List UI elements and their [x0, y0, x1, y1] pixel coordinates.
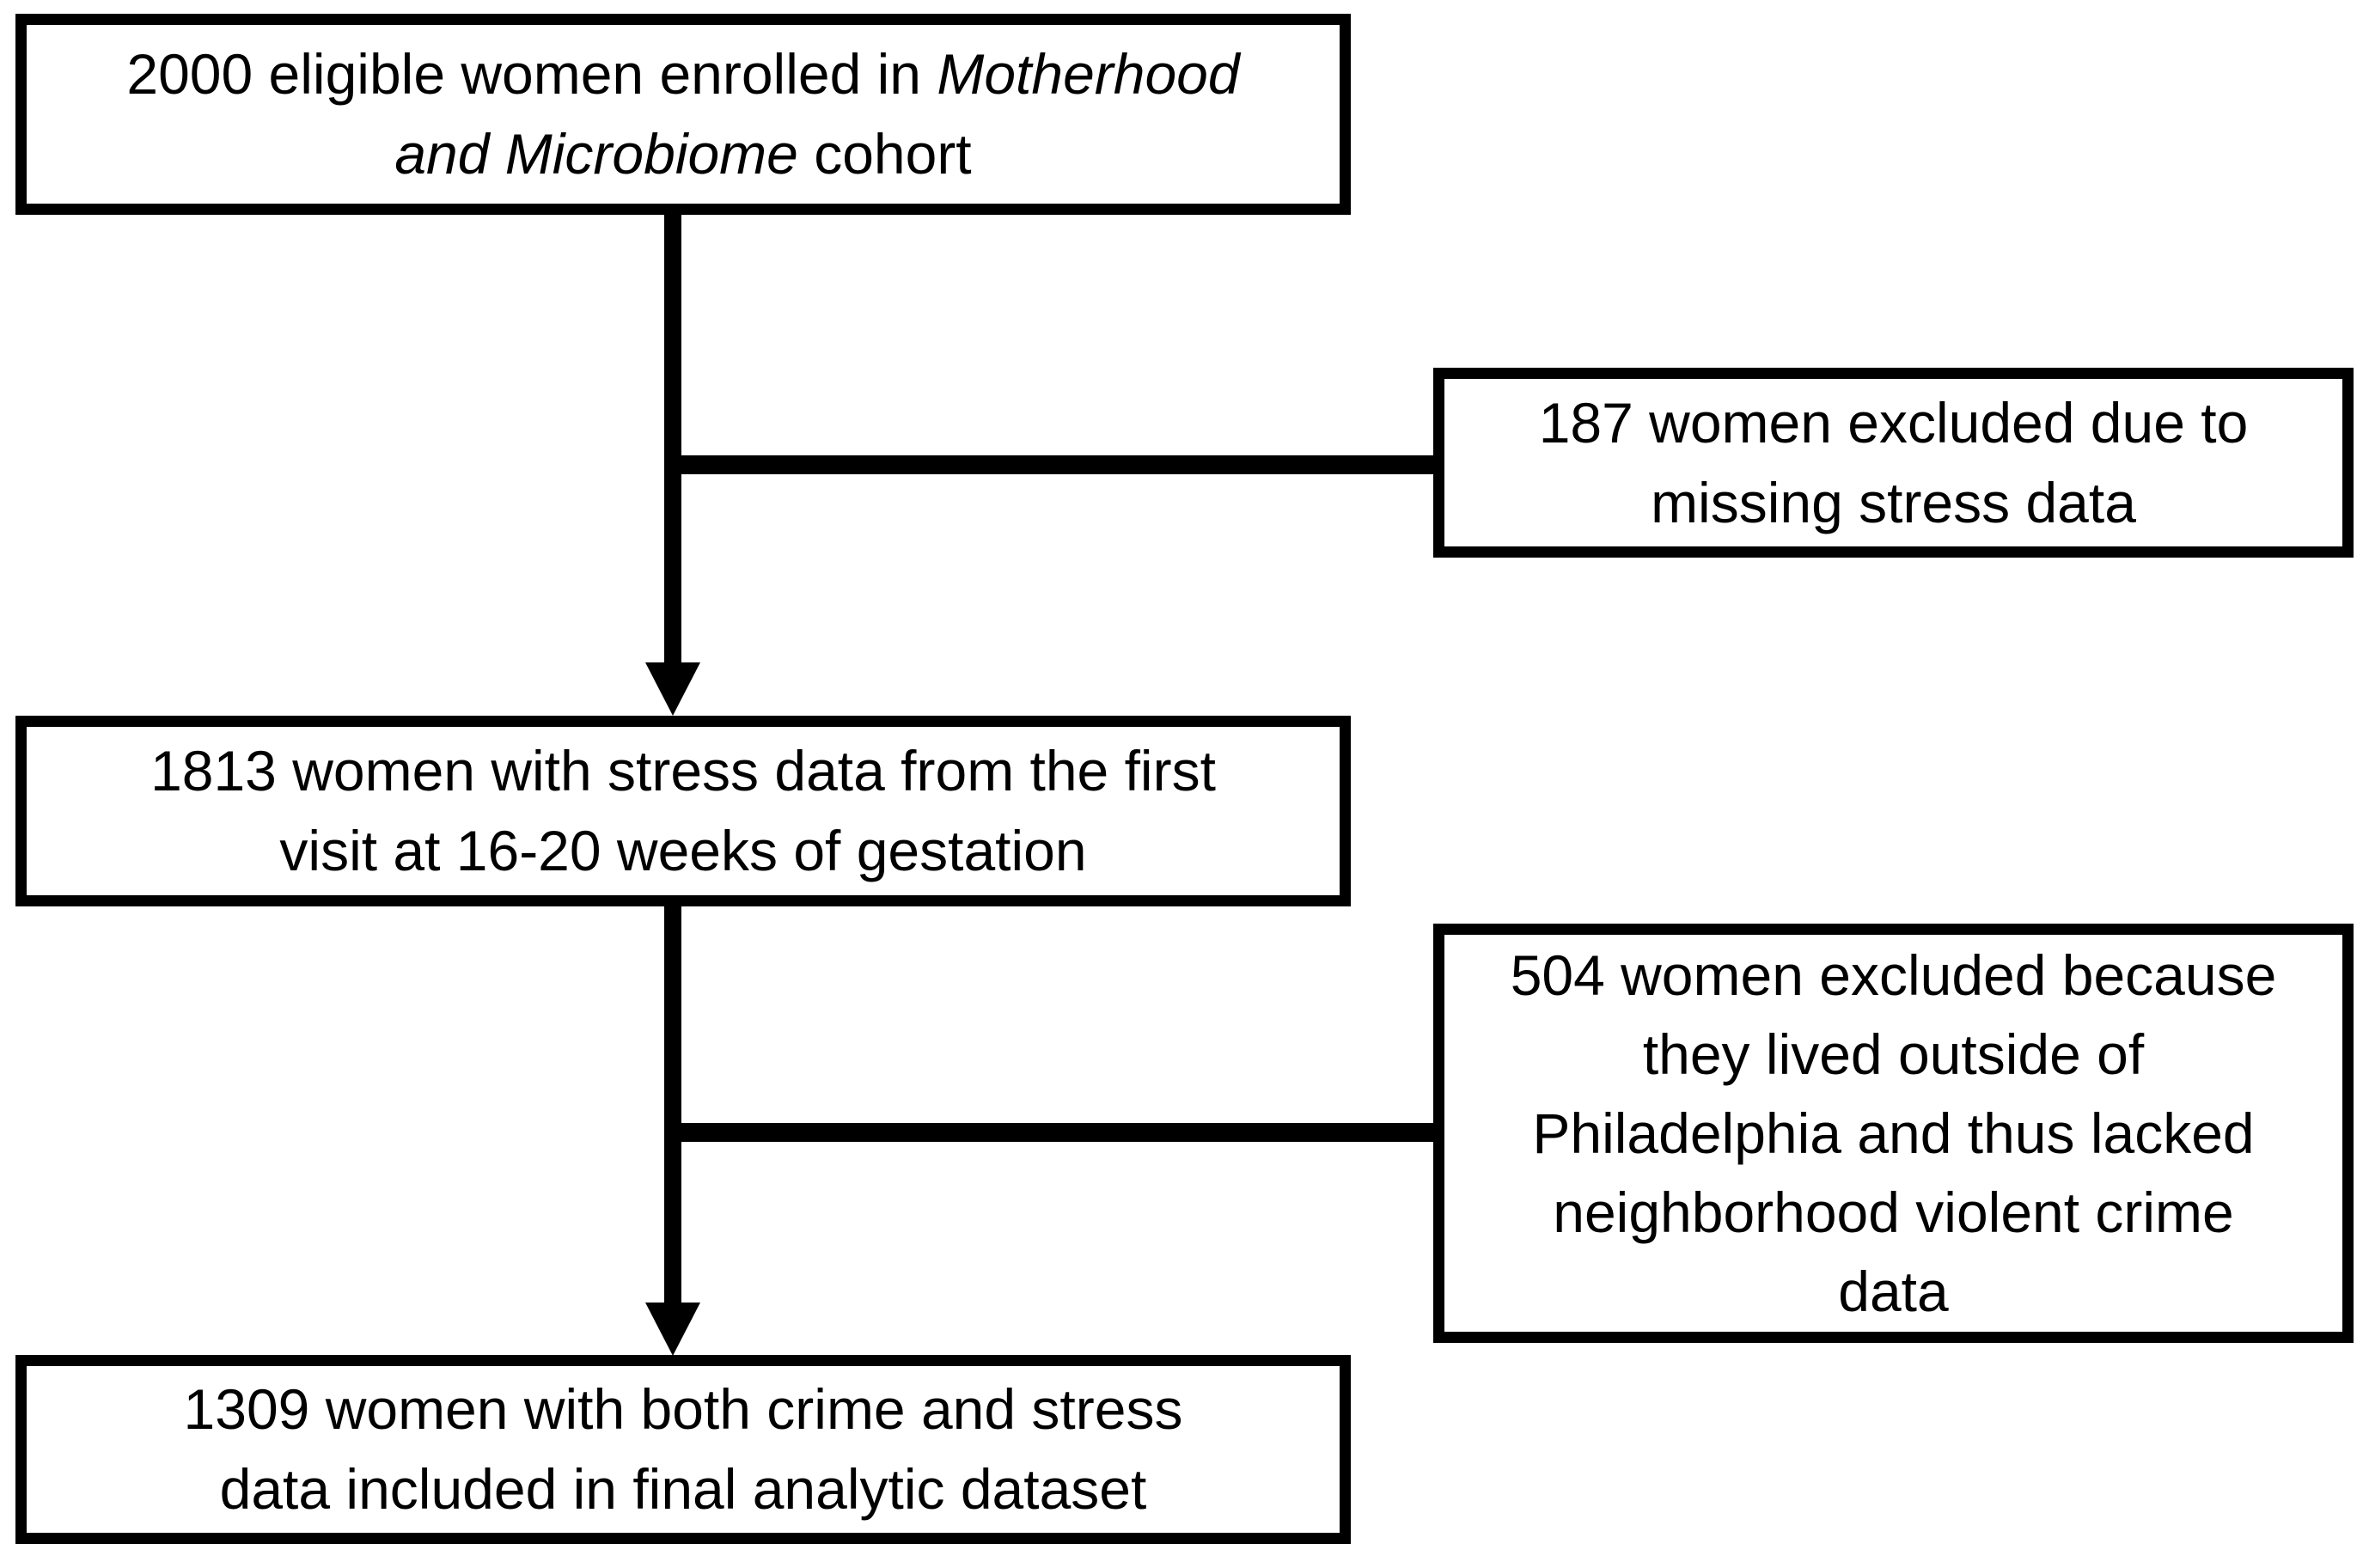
enrolled-line2-italic: and Microbiome	[394, 122, 798, 186]
box-final-analytic-dataset: 1309 women with both crime and stress da…	[15, 1355, 1351, 1544]
box-enrolled-cohort: 2000 eligible women enrolled in Motherho…	[15, 14, 1351, 215]
box-text-line: 187 women excluded due to	[1538, 390, 2249, 455]
enrolled-line2-regular: cohort	[797, 122, 972, 186]
box-excluded-outside-philadelphia: 504 women excluded because they lived ou…	[1433, 924, 2354, 1343]
box-text-line: 2000 eligible women enrolled in Motherho…	[126, 34, 1239, 114]
connector-branch-excluded-crime	[673, 1123, 1433, 1142]
box-text-line: and Microbiome cohort	[394, 114, 971, 194]
box-eligible-stress-data: 1813 women with stress data from the fir…	[15, 716, 1351, 906]
box-text-line: visit at 16-20 weeks of gestation	[279, 819, 1087, 882]
box-text-line: missing stress data	[1651, 470, 2136, 534]
arrowhead-down-2	[645, 1303, 700, 1356]
enrolled-line1-italic: Motherhood	[937, 42, 1240, 106]
box-text-line: 1309 women with both crime and stress	[183, 1377, 1183, 1441]
box-excluded-missing-stress: 187 women excluded due to missing stress…	[1433, 368, 2354, 558]
connector-branch-excluded-stress	[673, 455, 1433, 474]
enrolled-line1-regular: 2000 eligible women enrolled in	[126, 42, 937, 106]
box-text-line: they lived outside of	[1642, 1022, 2145, 1086]
arrowhead-down-1	[645, 662, 700, 716]
box-text-line: neighborhood violent crime	[1553, 1181, 2234, 1244]
box-text-line: data included in final analytic dataset	[219, 1457, 1147, 1521]
box-text-line: data	[1838, 1260, 1949, 1323]
box-text-line: 504 women excluded because	[1510, 943, 2277, 1007]
box-text-line: Philadelphia and thus lacked	[1532, 1101, 2255, 1165]
connector-vertical-2	[664, 906, 681, 1306]
connector-vertical-1	[664, 215, 681, 666]
box-text-line: 1813 women with stress data from the fir…	[150, 739, 1216, 802]
